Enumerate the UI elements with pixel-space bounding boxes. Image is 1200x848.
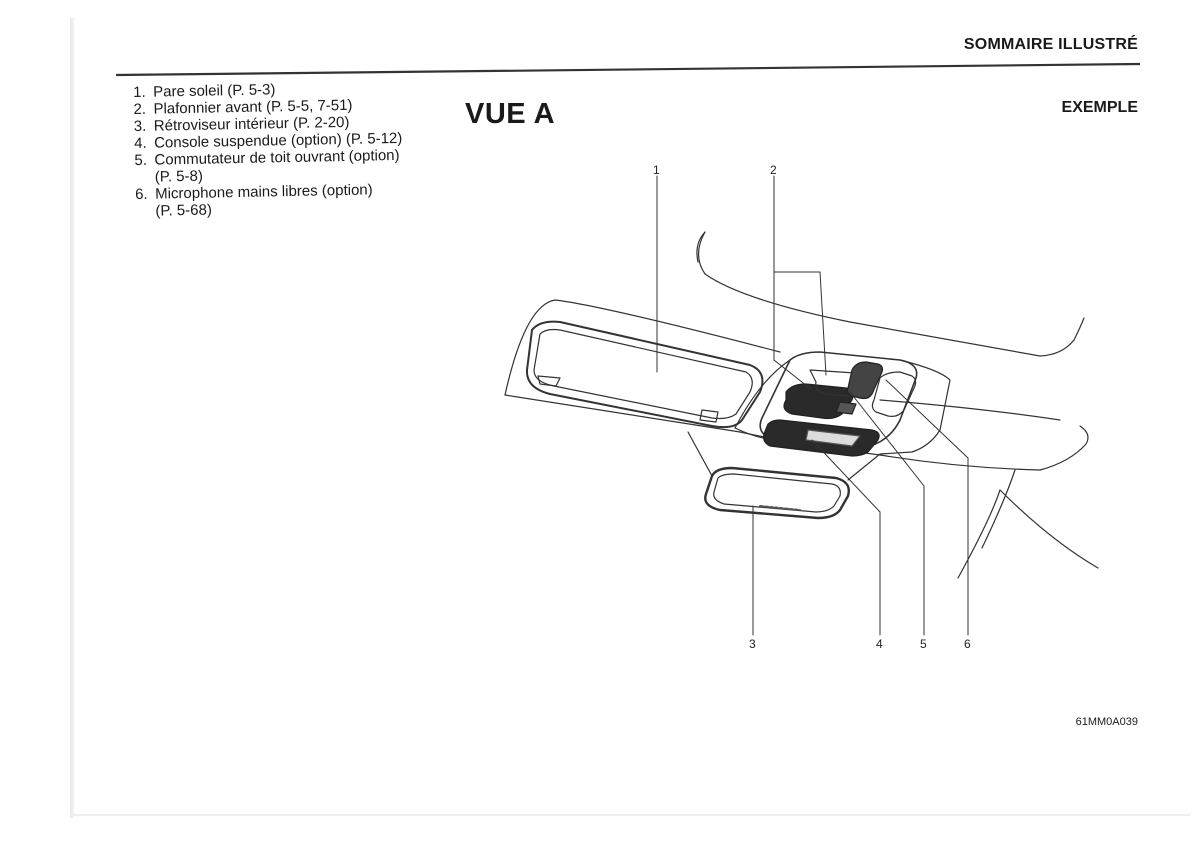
callout-label-5: 5 xyxy=(920,637,927,651)
page-binding-edge xyxy=(70,18,74,818)
view-title: VUE A xyxy=(465,98,556,130)
rear-view-mirror xyxy=(687,431,881,520)
callout-label-3: 3 xyxy=(749,637,756,651)
callout-labels: 1 2 3 4 5 6 xyxy=(653,163,971,651)
callout-label-2: 2 xyxy=(770,163,777,177)
callout-leaders xyxy=(656,175,969,636)
callout-label-4: 4 xyxy=(876,637,883,651)
example-label: EXEMPLE xyxy=(1061,99,1138,116)
sun-visor xyxy=(525,320,764,429)
overhead-console xyxy=(734,351,951,457)
page-bottom-edge xyxy=(70,814,1190,816)
section-title: SOMMAIRE ILLUSTRÉ xyxy=(963,36,1138,53)
figure-code: 61MM0A039 xyxy=(1075,716,1138,728)
callout-label-1: 1 xyxy=(653,163,660,177)
callout-label-6: 6 xyxy=(964,637,971,651)
